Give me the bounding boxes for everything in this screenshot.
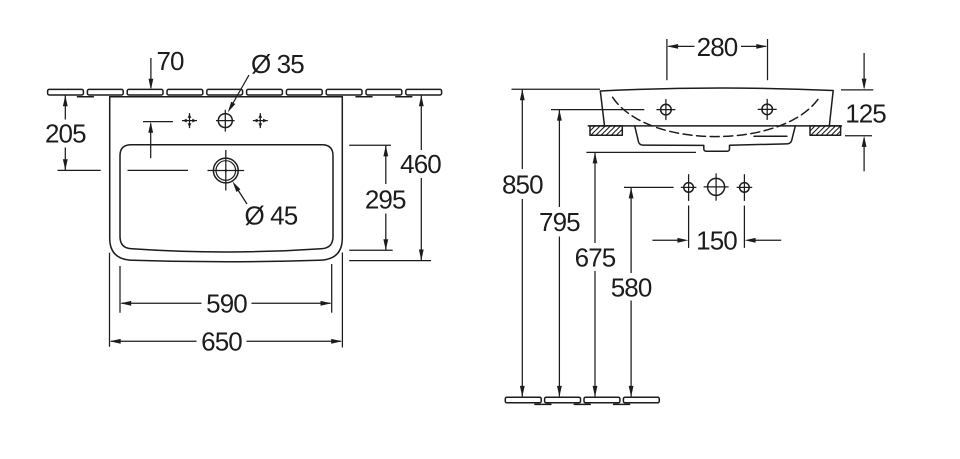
dim-295-label: 295 (365, 184, 406, 214)
drain-dia-label: Ø 45 (245, 201, 298, 231)
dim-650-label: 650 (201, 327, 242, 357)
dim-280: 280 (666, 32, 769, 81)
dim-125-label: 125 (845, 99, 886, 129)
dim-675-arrow-down (592, 385, 598, 397)
tap-hole (216, 109, 235, 132)
tap-hole-option-left-tick (182, 118, 187, 123)
dim-280-arrow-right (756, 44, 768, 49)
dim-850: 850 (502, 89, 544, 397)
dim-590: 590 (119, 264, 333, 319)
wall-bracket-left (589, 125, 624, 137)
dim-280-arrow-left (667, 44, 679, 49)
tap-hole-option-left-tick (187, 123, 192, 128)
dim-205: 205 (45, 95, 101, 172)
body-outline (599, 87, 834, 127)
dim-650-arrow-right (331, 338, 343, 344)
tap-hole-option-left-tick (192, 118, 197, 123)
tap-hole-option-right (252, 113, 268, 129)
drain-hole (207, 150, 245, 191)
bowl-hidden-line (611, 96, 821, 138)
dim-590-label: 590 (206, 289, 247, 319)
dim-460-arrow-down (418, 249, 424, 261)
dim-150-label: 150 (696, 226, 737, 256)
tap-hole-option-left-tick (187, 113, 192, 118)
basin-outer-outline (108, 95, 344, 263)
dim-795-arrow-down (557, 385, 562, 397)
dim-580: 580 (611, 187, 653, 397)
dim-580-arrow-up (628, 187, 634, 199)
dim-590-arrow-right (320, 300, 332, 306)
dim-460-arrow-up (418, 95, 424, 107)
dim-850-arrow-down (519, 385, 525, 397)
dim-150-arrow-right (744, 237, 756, 243)
dim-795: 795 (539, 109, 581, 397)
dim-460: 460 (349, 95, 442, 262)
dim-70-arrow-down (148, 78, 154, 90)
dim-675-label: 675 (575, 242, 616, 272)
drain-center-dot (224, 169, 228, 172)
connections (680, 173, 753, 201)
dim-70-arrow-up (148, 121, 154, 133)
basin-inner-outline (119, 144, 334, 253)
callout-drain-arrow (232, 181, 241, 192)
dim-650-arrow-left (109, 338, 121, 344)
connection-supply-right (736, 174, 753, 201)
fixing-hole-left (656, 99, 676, 121)
dim-590-arrow-left (120, 300, 132, 306)
side-view: 280 125 850 795 675 580 150 (502, 32, 887, 406)
dim-675-arrow-up (592, 152, 598, 164)
bowl-outline (633, 125, 797, 153)
dim-150: 150 (652, 205, 782, 256)
dim-675: 675 (575, 152, 617, 397)
dim-795-arrow-up (557, 109, 562, 121)
tap-hole-option-right-tick (263, 118, 267, 123)
dim-205-label: 205 (45, 119, 86, 149)
dim-125: 125 (841, 53, 887, 172)
dim-295: 295 (349, 144, 407, 251)
callout-tap-leader (229, 74, 250, 108)
dim-125-arrow-down (861, 78, 867, 90)
dim-280-label: 280 (697, 32, 738, 62)
dim-70: 70 (143, 46, 185, 159)
dim-295-arrow-up (383, 145, 389, 157)
dim-795-label: 795 (539, 207, 580, 237)
dim-70-label: 70 (157, 46, 185, 76)
callout-drain-dia: Ø 45 (232, 181, 299, 231)
dim-650: 650 (108, 252, 344, 357)
dim-850-label: 850 (502, 169, 543, 199)
wall-tile-band (46, 88, 443, 96)
tap-hole-option-right-tick (258, 123, 263, 128)
dim-580-arrow-down (628, 385, 634, 397)
dim-205-arrow-up (62, 95, 68, 107)
connection-supply-left (680, 174, 697, 201)
wall-bracket-right (809, 125, 842, 137)
callout-tap-arrow (227, 101, 236, 113)
tap-hole-option-right-tick (253, 118, 258, 123)
tap-hole-option-left (182, 113, 197, 129)
tap-dia-label: Ø 35 (251, 49, 304, 79)
dim-850-arrow-up (519, 89, 525, 101)
dim-580-label: 580 (611, 273, 652, 303)
dim-295-arrow-down (383, 239, 389, 251)
dim-125-arrow-up (861, 135, 867, 147)
plan-view: 70 Ø 35 205 Ø 45 295 460 590 650 (45, 46, 443, 357)
dim-205-arrow-down (62, 159, 68, 171)
tap-hole-option-right-tick (258, 113, 263, 118)
callout-tap-dia: Ø 35 (227, 49, 305, 113)
dim-150-arrow-left (677, 237, 689, 243)
connection-waste (703, 173, 729, 201)
floor-tile-band (504, 396, 661, 404)
fixing-hole-right (757, 98, 777, 120)
dim-460-label: 460 (400, 149, 441, 179)
